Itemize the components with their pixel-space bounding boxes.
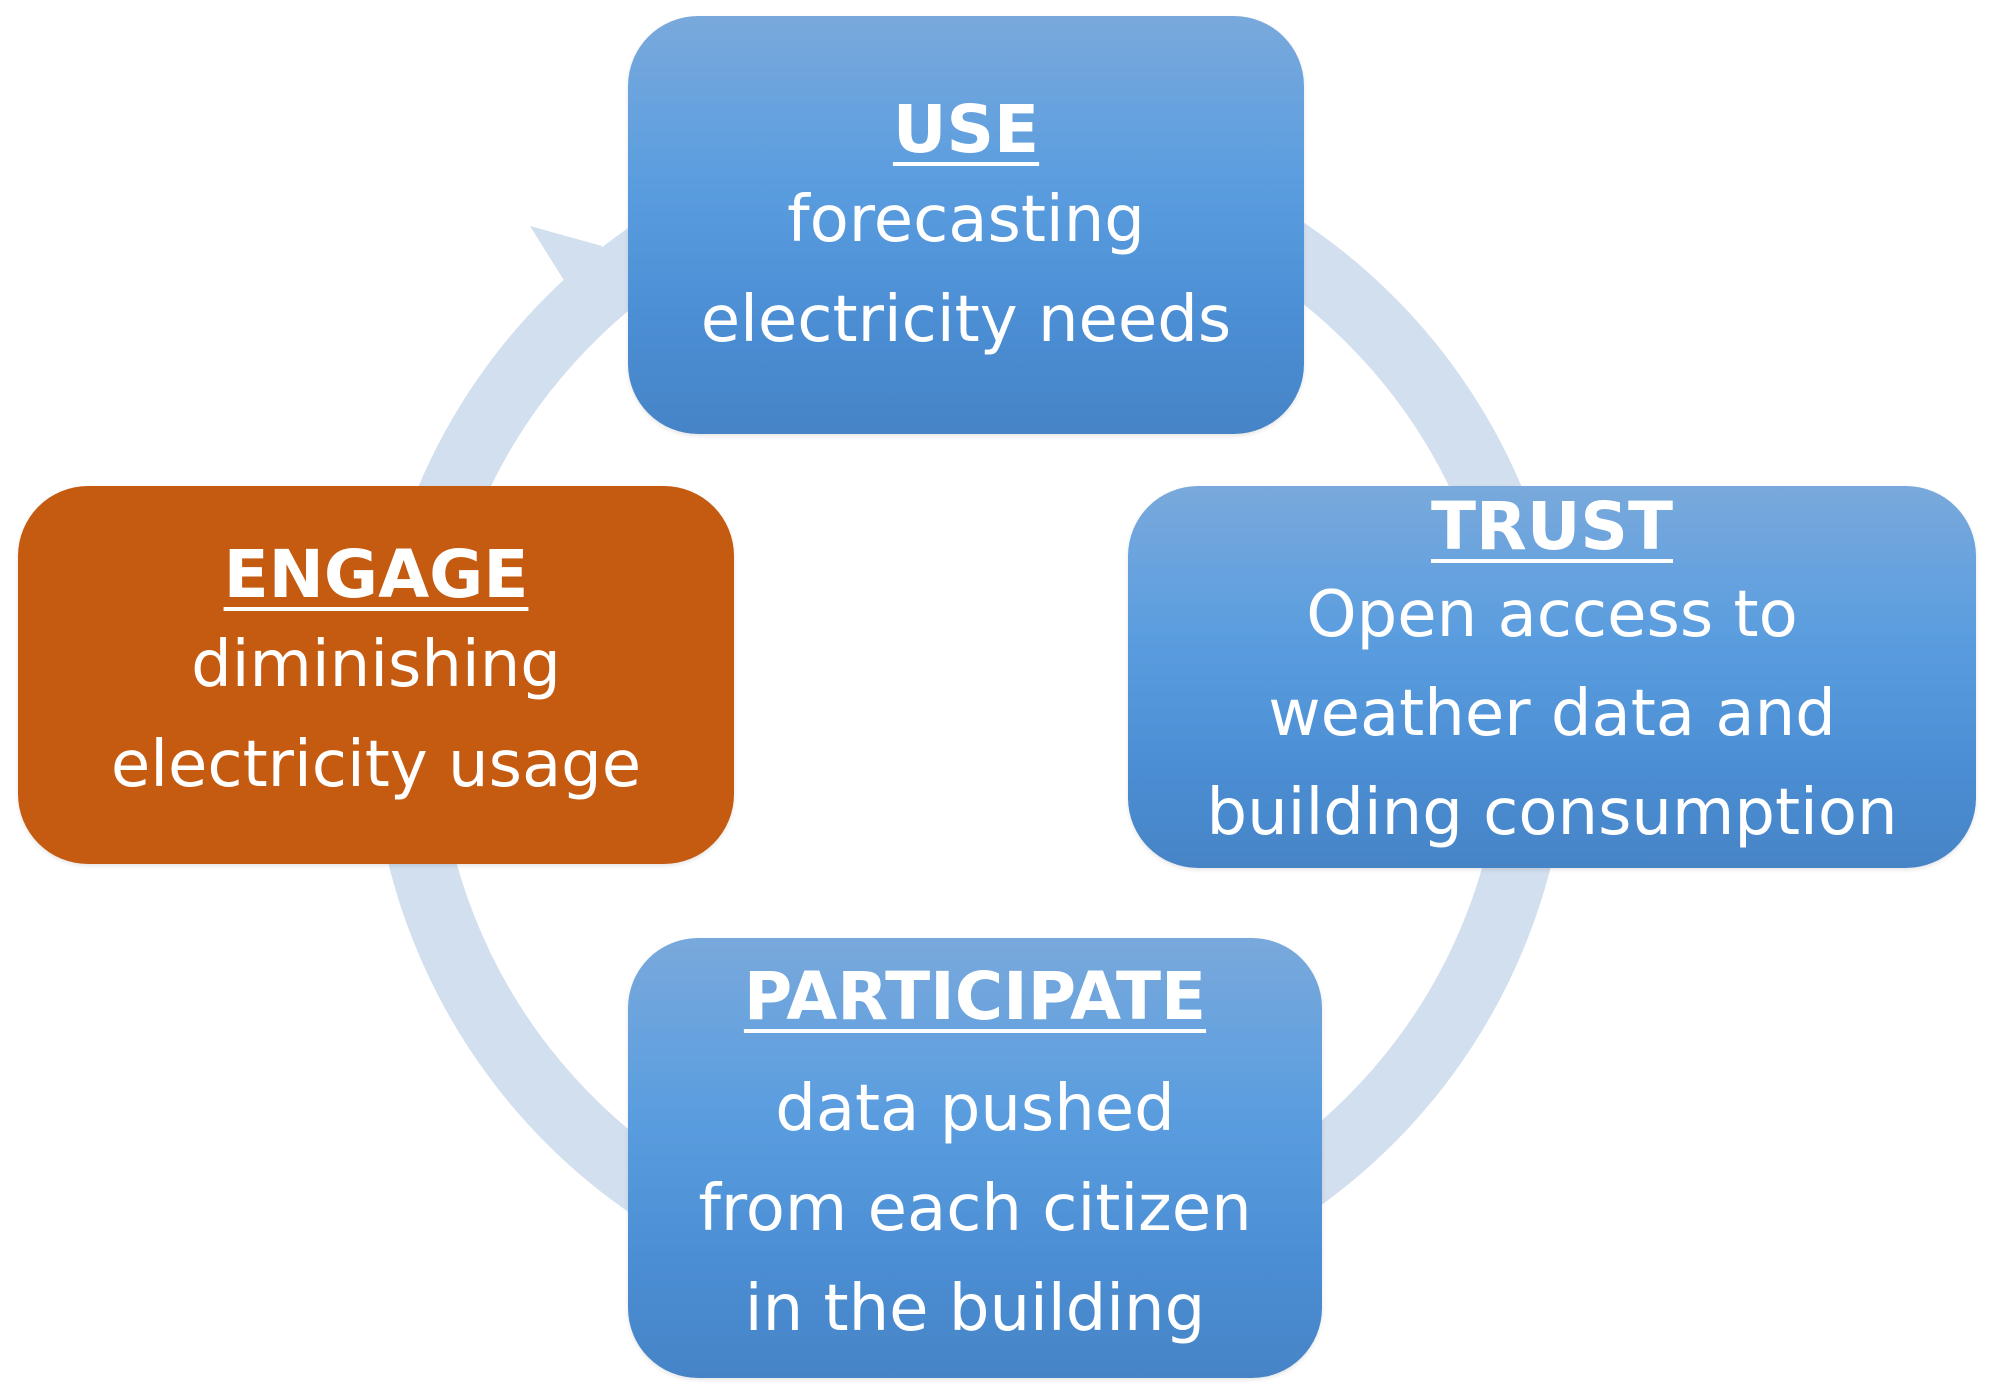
stage-title-participate: PARTICIPATE <box>743 958 1207 1036</box>
stage-description-line: from each citizen <box>698 1171 1252 1246</box>
stage-description-line: Open access to <box>1306 578 1798 653</box>
stage-description-line: building consumption <box>1206 776 1898 851</box>
cycle-arrowhead-icon <box>530 226 602 322</box>
stage-title-engage: ENGAGE <box>223 536 529 614</box>
stage-description-trust: Open access to weather data and building… <box>1206 566 1897 863</box>
stage-description-line: in the building <box>744 1271 1206 1346</box>
stage-box-use: USE forecasting electricity needs <box>628 16 1304 434</box>
stage-box-trust: TRUST Open access to weather data and bu… <box>1128 486 1976 868</box>
stage-description-line: weather data and <box>1268 677 1836 752</box>
stage-box-participate: PARTICIPATE data pushed from each citize… <box>628 938 1322 1378</box>
stage-description-use: forecasting electricity needs <box>701 170 1231 370</box>
stage-title-use: USE <box>892 91 1040 169</box>
stage-title-trust: TRUST <box>1431 487 1673 565</box>
stage-description-line: forecasting <box>787 182 1145 257</box>
stage-description-line: electricity usage <box>110 727 642 802</box>
stage-description-line: data pushed <box>775 1071 1175 1146</box>
stage-box-engage: ENGAGE diminishing electricity usage <box>18 486 734 864</box>
stage-description-line: diminishing <box>191 627 561 702</box>
stage-description-participate: data pushed from each citizen in the bui… <box>698 1059 1251 1359</box>
stage-description-engage: diminishing electricity usage <box>111 615 641 815</box>
stage-description-line: electricity needs <box>700 282 1232 357</box>
